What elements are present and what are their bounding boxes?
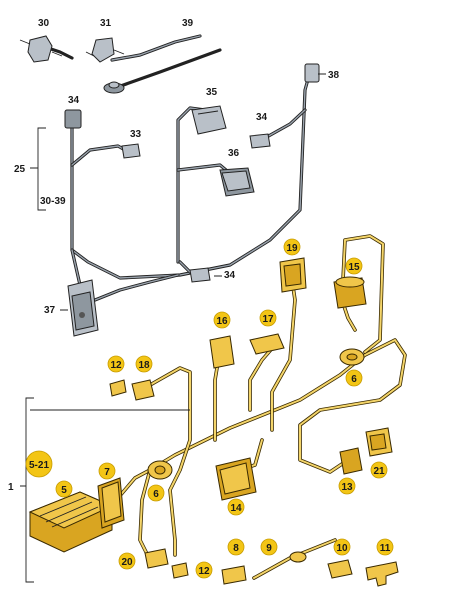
label-31: 31: [100, 18, 112, 29]
part-30-clip: [19, 35, 63, 63]
badge-12-top: 12: [107, 355, 125, 373]
part-5-control-unit: [28, 491, 114, 553]
part-39-grommet: [103, 81, 125, 94]
label-20: 20: [121, 557, 133, 568]
label-5: 5: [61, 485, 67, 496]
badge-12-bottom: 12: [195, 561, 213, 579]
label-38: 38: [328, 70, 340, 81]
label-11: 11: [380, 543, 391, 554]
part-18-connector: [131, 379, 155, 401]
badge-15: 15: [345, 257, 363, 275]
badge-6-left: 6: [147, 484, 165, 502]
label-34-mid: 34: [256, 112, 268, 123]
part-13-connector: [339, 447, 363, 475]
label-25: 25: [14, 164, 26, 175]
part-12-connector-bottom: [171, 562, 189, 579]
part-17-holder: [249, 333, 285, 355]
part-37-relay-plate: [67, 279, 99, 337]
label-10: 10: [336, 543, 348, 554]
group-bracket-1: [20, 397, 34, 583]
label-17: 17: [262, 314, 274, 325]
badge-19: 19: [283, 238, 301, 256]
label-14: 14: [230, 503, 242, 514]
label-1: 1: [8, 482, 14, 493]
leader-lines: [60, 73, 326, 311]
label-30: 30: [38, 18, 50, 29]
part-34-connector-top: [64, 109, 82, 129]
label-37: 37: [44, 305, 56, 316]
badge-10: 10: [333, 538, 351, 556]
label-39: 39: [182, 18, 194, 29]
part-12-connector-top: [109, 379, 127, 397]
part-31-clip: [85, 37, 125, 63]
label-33: 33: [130, 129, 142, 140]
badge-20: 20: [118, 552, 136, 570]
label-34-bottom: 34: [224, 270, 236, 281]
group-bracket-25: [30, 127, 46, 211]
label-34-top: 34: [68, 95, 80, 106]
part-20-connector: [144, 548, 169, 569]
part-16-holder: [209, 335, 235, 369]
badge-21: 21: [370, 461, 388, 479]
label-6-right: 6: [351, 374, 357, 385]
part-6-grommet-left: [147, 460, 173, 480]
part-19-sensor: [279, 257, 307, 293]
badge-13: 13: [338, 477, 356, 495]
part-35-connector: [191, 105, 227, 135]
badge-11: 11: [376, 538, 394, 556]
part-8-clip: [221, 565, 247, 585]
badge-7: 7: [98, 462, 116, 480]
label-7: 7: [104, 467, 110, 478]
badge-5-21: 5-21: [25, 450, 53, 478]
label-30-39: 30-39: [40, 196, 66, 207]
label-6-left: 6: [153, 489, 159, 500]
label-12-bottom: 12: [198, 566, 210, 577]
label-15: 15: [348, 262, 360, 273]
part-6-grommet-right: [339, 348, 365, 366]
label-16: 16: [216, 316, 228, 327]
badge-9: 9: [260, 538, 278, 556]
badge-8: 8: [227, 538, 245, 556]
label-19: 19: [286, 243, 298, 254]
label-8: 8: [233, 543, 239, 554]
part-34-connector-mid: [249, 133, 271, 149]
badge-18: 18: [135, 355, 153, 373]
label-21: 21: [373, 466, 385, 477]
upper-harness: [46, 34, 312, 302]
part-11-clip: [365, 561, 399, 587]
badge-5: 5: [55, 480, 73, 498]
part-33-connector: [121, 143, 141, 159]
badge-6-right: 6: [345, 369, 363, 387]
label-12-top: 12: [110, 360, 122, 371]
part-15-connector: [333, 276, 367, 309]
part-36-connector: [219, 167, 255, 197]
part-38-connector: [304, 63, 320, 83]
part-34-connector-bottom: [189, 267, 211, 283]
part-21-connector: [365, 427, 393, 457]
part-10-clip: [327, 559, 353, 579]
badge-14: 14: [227, 498, 245, 516]
part-14-connector: [215, 457, 257, 501]
label-9: 9: [266, 543, 272, 554]
label-36: 36: [228, 148, 240, 159]
label-35: 35: [206, 87, 218, 98]
label-18: 18: [138, 360, 150, 371]
label-13: 13: [341, 482, 353, 493]
label-5-21: 5-21: [29, 460, 49, 471]
badge-17: 17: [259, 309, 277, 327]
badge-16: 16: [213, 311, 231, 329]
part-7-connector-housing: [97, 477, 125, 529]
part-9-cable-tie: [252, 538, 337, 580]
